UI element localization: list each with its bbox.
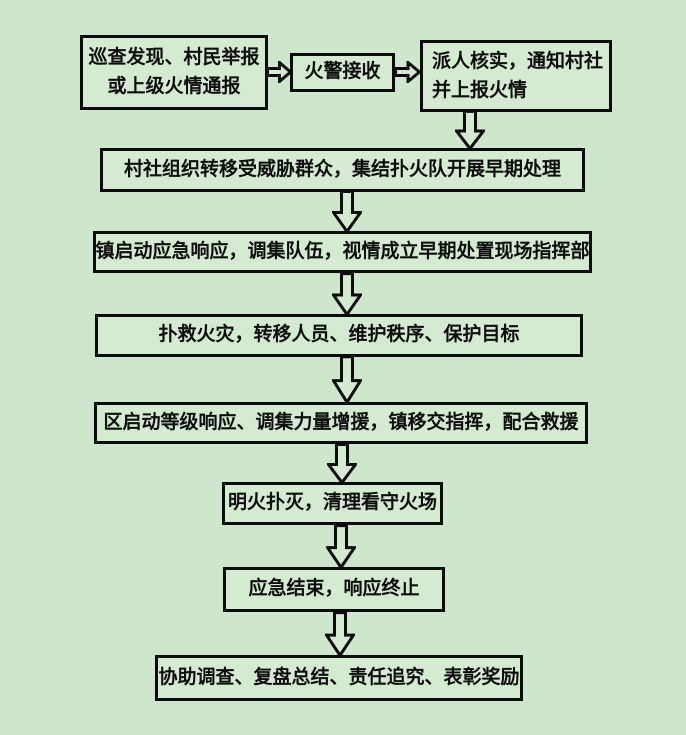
- node-firefight-and-protect: 扑救火灾，转移人员、维护秩序、保护目标: [95, 314, 583, 357]
- arrow-down-icon: [332, 190, 362, 233]
- node-village-early-handling: 村社组织转移受威胁群众，集结扑火队开展早期处理: [100, 148, 585, 192]
- node-emergency-end: 应急结束，响应终止: [223, 567, 445, 612]
- node-fire-out-site-watch: 明火扑灭，清理看守火场: [222, 482, 443, 525]
- node-patrol-discovery-report: 巡查发现、村民举报 或上级火情通报: [80, 35, 268, 110]
- node-review-and-accountability: 协助调查、复盘总结、责任追究、表彰奖励: [155, 655, 523, 701]
- arrow-down-icon: [326, 524, 356, 569]
- node-label: 扑救火灾，转移人员、维护秩序、保护目标: [158, 324, 520, 346]
- arrow-right-icon: [266, 61, 292, 83]
- arrow-down-icon: [332, 272, 362, 316]
- node-label: 应急结束，响应终止: [248, 578, 420, 600]
- node-label: 明火扑灭，清理看守火场: [227, 492, 437, 514]
- node-label: 村社组织转移受威胁群众，集结扑火队开展早期处理: [123, 158, 561, 180]
- node-label: 派人核实，通知村社 并上报火情: [432, 51, 604, 101]
- arrow-right-icon: [394, 61, 421, 83]
- arrow-down-icon: [327, 443, 357, 484]
- node-fire-alarm-reception: 火警接收: [290, 53, 395, 92]
- node-label: 区启动等级响应、调集力量增援，镇移交指挥，配合救援: [103, 411, 579, 433]
- arrow-down-icon: [325, 611, 355, 657]
- arrow-down-icon: [332, 355, 362, 404]
- node-verify-and-report: 派人核实，通知村社 并上报火情: [420, 40, 612, 112]
- node-town-emergency-response: 镇启动应急响应，调集队伍，视情成立早期处置现场指挥部: [93, 231, 592, 273]
- node-label: 巡查发现、村民举报 或上级火情通报: [88, 47, 260, 97]
- scan-smudge: · ·: [484, 89, 526, 103]
- node-label: 镇启动应急响应，调集队伍，视情成立早期处置现场指挥部: [95, 240, 590, 262]
- node-label: 协助调查、复盘总结、责任追究、表彰奖励: [158, 666, 520, 688]
- arrow-down-icon: [455, 110, 485, 150]
- node-district-level-response: 区启动等级响应、调集力量增援，镇移交指挥，配合救援: [94, 402, 588, 444]
- node-label: 火警接收: [304, 61, 381, 83]
